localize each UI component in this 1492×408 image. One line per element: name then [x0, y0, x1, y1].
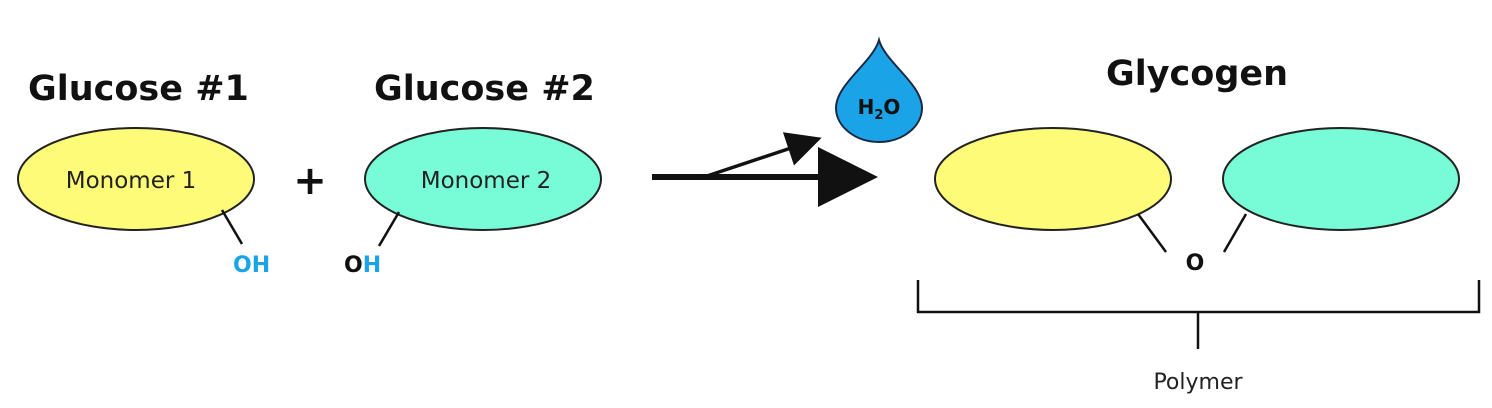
glycogen-product: O [934, 127, 1460, 276]
reaction-arrow [652, 132, 878, 207]
monomer-2: Monomer 2 OH [344, 127, 602, 278]
monomer-1-shape [17, 127, 255, 231]
polymer-label: Polymer [1153, 370, 1243, 395]
monomer-1: Monomer 1 OH [17, 127, 270, 278]
water-release-arrow [703, 132, 822, 179]
hydroxyl-1-oxygen: O [233, 253, 252, 278]
hydroxyl-2-hydrogen: H [363, 253, 381, 278]
glycosidic-bond-right [1222, 213, 1248, 253]
hydroxyl-2-oxygen: O [344, 253, 363, 278]
monomer-2-shape [364, 127, 602, 231]
monomer-1-hydroxyl-bond [220, 209, 244, 245]
bracket-line [916, 280, 1481, 314]
glycosidic-bond-left [1136, 213, 1168, 253]
monomer-2-label: Monomer 2 [421, 168, 552, 194]
glycogen-monomer-left [934, 127, 1172, 231]
polymer-bracket [916, 280, 1481, 349]
hydroxyl-group-2: OH [344, 253, 381, 278]
plus-sign: + [293, 158, 327, 204]
water-drop-icon: H2O [834, 36, 924, 144]
hydroxyl-group-1: OH [233, 253, 270, 278]
glucose-1-title: Glucose #1 [28, 69, 249, 109]
water-drop-shape [834, 36, 924, 144]
water-formula: H2O [858, 95, 901, 123]
monomer-1-label: Monomer 1 [66, 168, 197, 194]
glycogen-title: Glycogen [1106, 54, 1288, 94]
bridge-oxygen: O [1186, 251, 1205, 276]
glucose-2-title: Glucose #2 [374, 69, 595, 109]
monomer-2-hydroxyl-bond [377, 211, 401, 247]
glycogen-monomer-right [1222, 127, 1460, 231]
hydroxyl-1-hydrogen: H [252, 253, 270, 278]
